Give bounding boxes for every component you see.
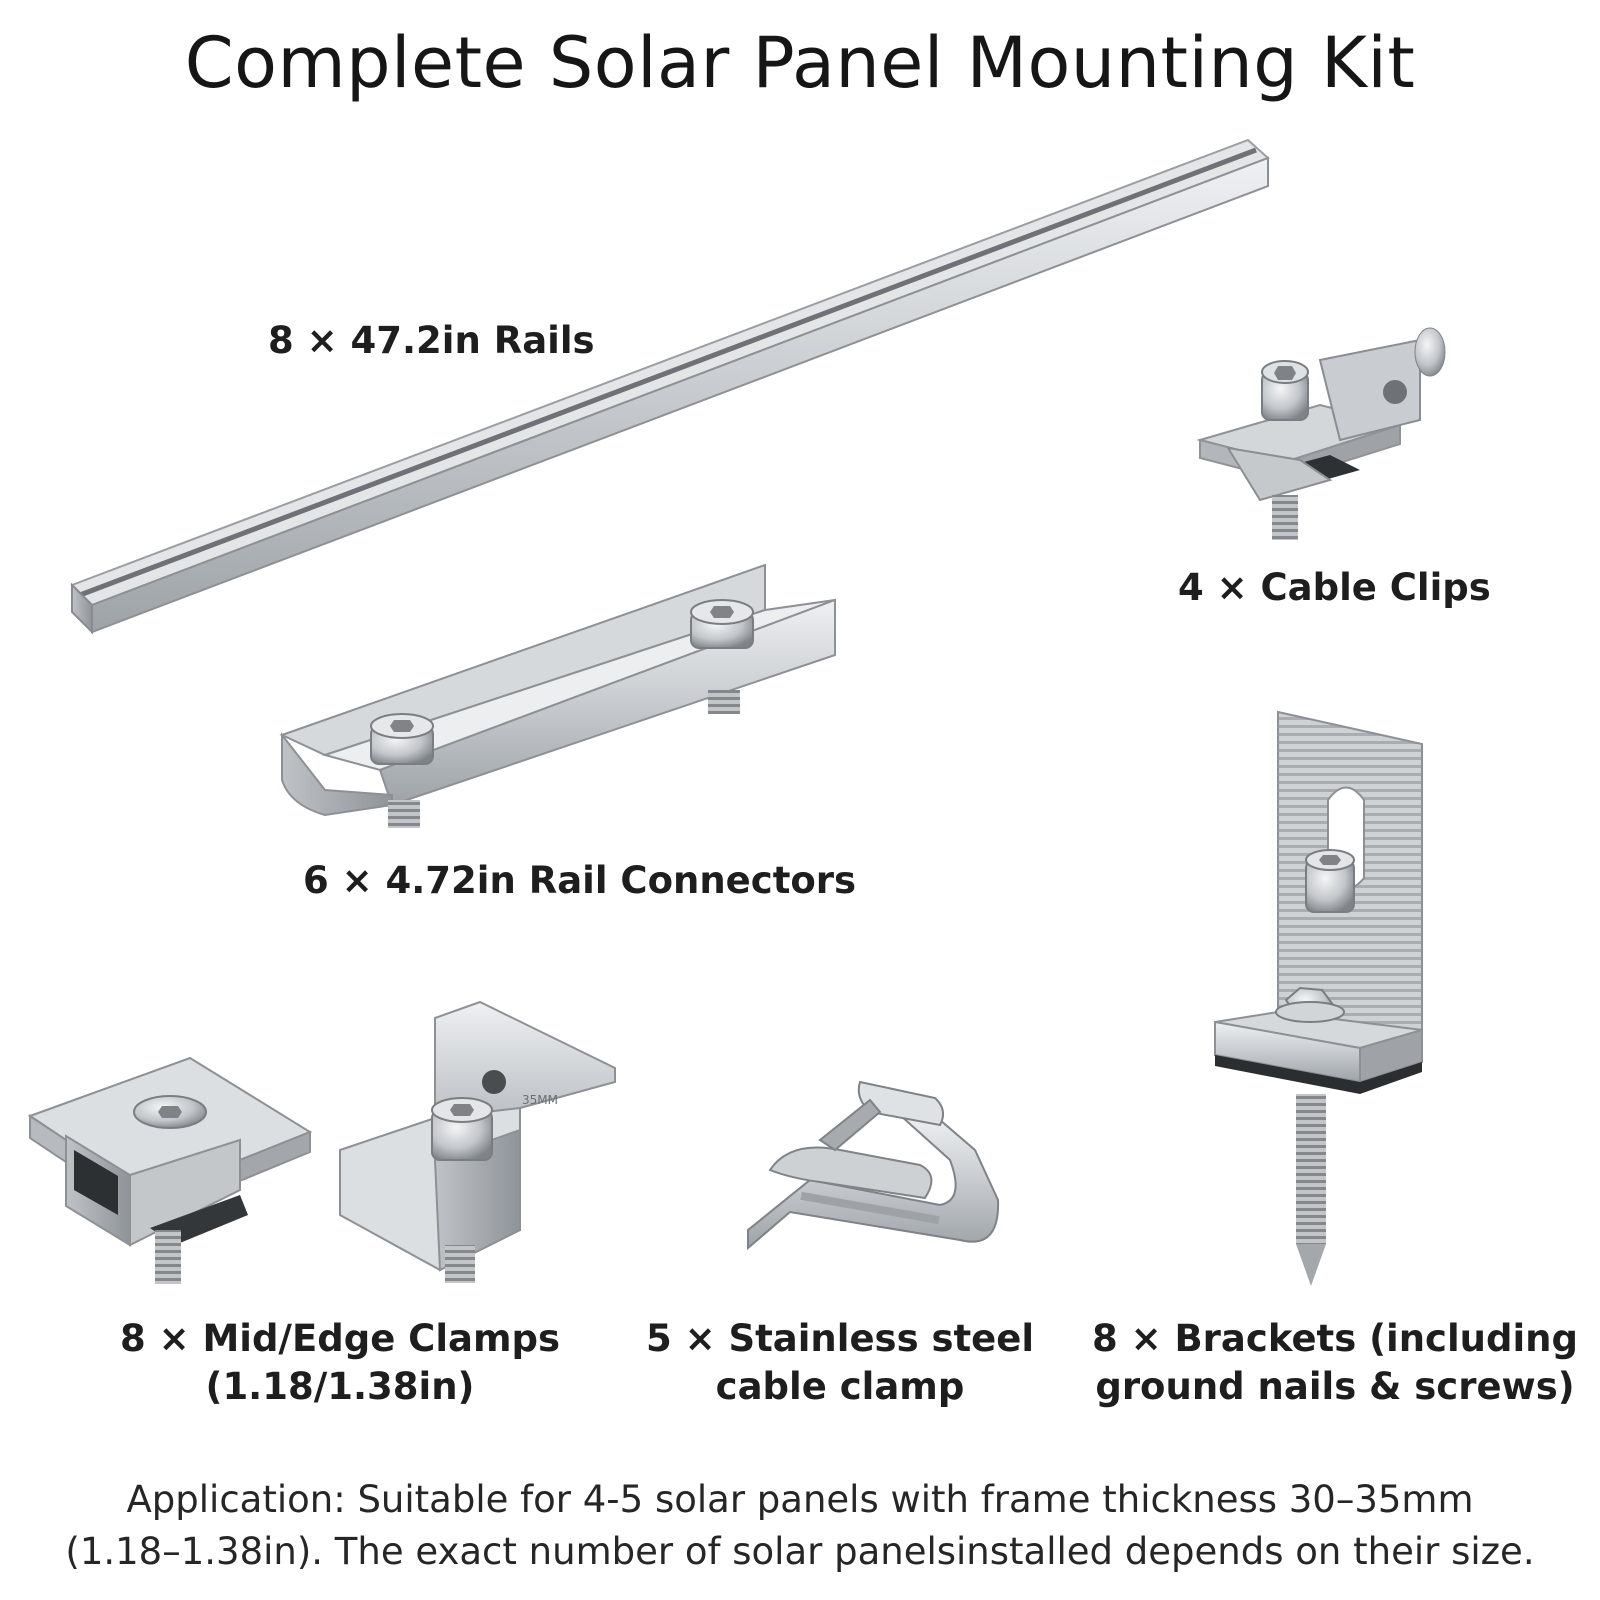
brackets-label: 8 × Brackets (including ground nails & s…	[1085, 1315, 1585, 1411]
brackets-label-line2: ground nails & screws)	[1095, 1365, 1575, 1408]
edge-clamp-image: 35MM	[339, 1000, 616, 1283]
mid-clamp-image	[27, 1056, 313, 1284]
cable-clamp-image	[747, 1080, 1000, 1251]
application-note-line2: (1.18–1.38in). The exact number of solar…	[65, 1530, 1535, 1573]
rails-label: 8 × 47.2in Rails	[268, 319, 595, 362]
bracket-image	[1214, 710, 1423, 1286]
clamps-label: 8 × Mid/Edge Clamps (1.18/1.38in)	[90, 1315, 590, 1411]
rail-connector-image	[279, 563, 836, 828]
rail-connectors-label: 6 × 4.72in Rail Connectors	[303, 859, 857, 902]
cable-clips-label: 4 × Cable Clips	[1178, 566, 1491, 609]
cable-clip-image	[1196, 327, 1446, 540]
cable-clamp-label-line1: 5 × Stainless steel	[645, 1317, 1035, 1360]
application-note: Application: Suitable for 4-5 solar pane…	[0, 1474, 1600, 1578]
page-title: Complete Solar Panel Mounting Kit	[184, 22, 1416, 104]
cable-clamp-label-line2: cable clamp	[715, 1365, 965, 1408]
clamps-label-line1: 8 × Mid/Edge Clamps	[119, 1317, 561, 1360]
clamp-marking: 35MM	[522, 1093, 558, 1107]
clamps-label-line2: (1.18/1.38in)	[205, 1365, 475, 1408]
cable-clamp-label: 5 × Stainless steel cable clamp	[640, 1315, 1040, 1411]
brackets-label-line1: 8 × Brackets (including	[1091, 1317, 1579, 1360]
rail-image	[70, 138, 1270, 635]
application-note-line1: Application: Suitable for 4-5 solar pane…	[126, 1478, 1474, 1521]
